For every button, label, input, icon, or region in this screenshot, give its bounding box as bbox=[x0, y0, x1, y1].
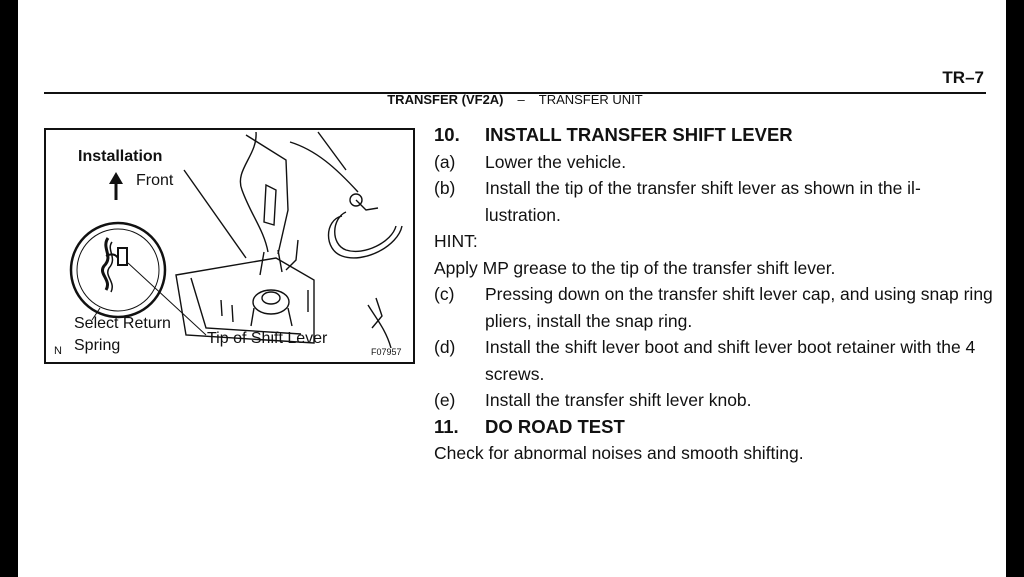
section-title: TRANSFER (VF2A) bbox=[387, 92, 504, 107]
step-e: (e) Install the transfer shift lever kno… bbox=[434, 387, 994, 414]
step-10: 10. INSTALL TRANSFER SHIFT LEVER bbox=[434, 122, 994, 149]
figure-n-mark: N bbox=[54, 345, 62, 357]
hint-text: Apply MP grease to the tip of the transf… bbox=[434, 257, 836, 278]
tip-of-shift-lever-label: Tip of Shift Lever bbox=[207, 330, 328, 347]
detail-circle-icon bbox=[69, 221, 167, 319]
spring-label: Spring bbox=[74, 337, 121, 354]
step-11: 11. DO ROAD TEST bbox=[434, 414, 994, 441]
select-return-label: Select Return bbox=[74, 315, 171, 332]
installation-label: Installation bbox=[78, 148, 163, 165]
step-text: Install the transfer shift lever knob. bbox=[485, 390, 752, 410]
header-separator: – bbox=[517, 92, 525, 107]
installation-figure: Installation Front Select Return Spring … bbox=[44, 128, 415, 364]
front-label: Front bbox=[136, 172, 174, 189]
instructions: 10. INSTALL TRANSFER SHIFT LEVER (a) Low… bbox=[434, 122, 994, 467]
front-arrow-icon bbox=[109, 172, 123, 200]
shift-lever-assembly-icon bbox=[175, 131, 403, 349]
step-c: (c) Pressing down on the transfer shift … bbox=[434, 281, 994, 334]
step-text: Pressing down on the transfer shift leve… bbox=[485, 284, 993, 331]
step-text: INSTALL TRANSFER SHIFT LEVER bbox=[485, 124, 793, 145]
step-number: (b) bbox=[434, 178, 456, 198]
step-number: (a) bbox=[434, 151, 456, 172]
manual-page: TR–7 TRANSFER (VF2A)–TRANSFER UNIT bbox=[18, 0, 1006, 577]
step-text: Install the shift lever boot and shift l… bbox=[485, 337, 976, 384]
step-text: DO ROAD TEST bbox=[485, 415, 625, 437]
step-text: Install the tip of the transfer shift le… bbox=[485, 178, 921, 225]
figure-code: F07957 bbox=[371, 347, 402, 357]
step-number: (d) bbox=[434, 337, 456, 357]
step-number: (c) bbox=[434, 284, 455, 304]
final-check-text: Check for abnormal noises and smooth shi… bbox=[434, 443, 804, 463]
step-number: (e) bbox=[434, 390, 456, 410]
step-a: (a) Lower the vehicle. bbox=[434, 149, 994, 176]
figure-illustration bbox=[69, 131, 403, 349]
step-d: (d) Install the shift lever boot and shi… bbox=[434, 334, 994, 387]
page-code: TR–7 bbox=[942, 68, 984, 87]
running-header: TRANSFER (VF2A)–TRANSFER UNIT bbox=[44, 92, 986, 108]
subsection-title: TRANSFER UNIT bbox=[538, 92, 643, 107]
step-number: 11. bbox=[434, 415, 459, 437]
step-text: Lower the vehicle. bbox=[485, 151, 627, 172]
hint-label: HINT: bbox=[434, 231, 478, 251]
header-rule bbox=[44, 92, 986, 94]
step-b: (b) Install the tip of the transfer shif… bbox=[434, 175, 994, 228]
step-number: 10. bbox=[434, 124, 460, 145]
